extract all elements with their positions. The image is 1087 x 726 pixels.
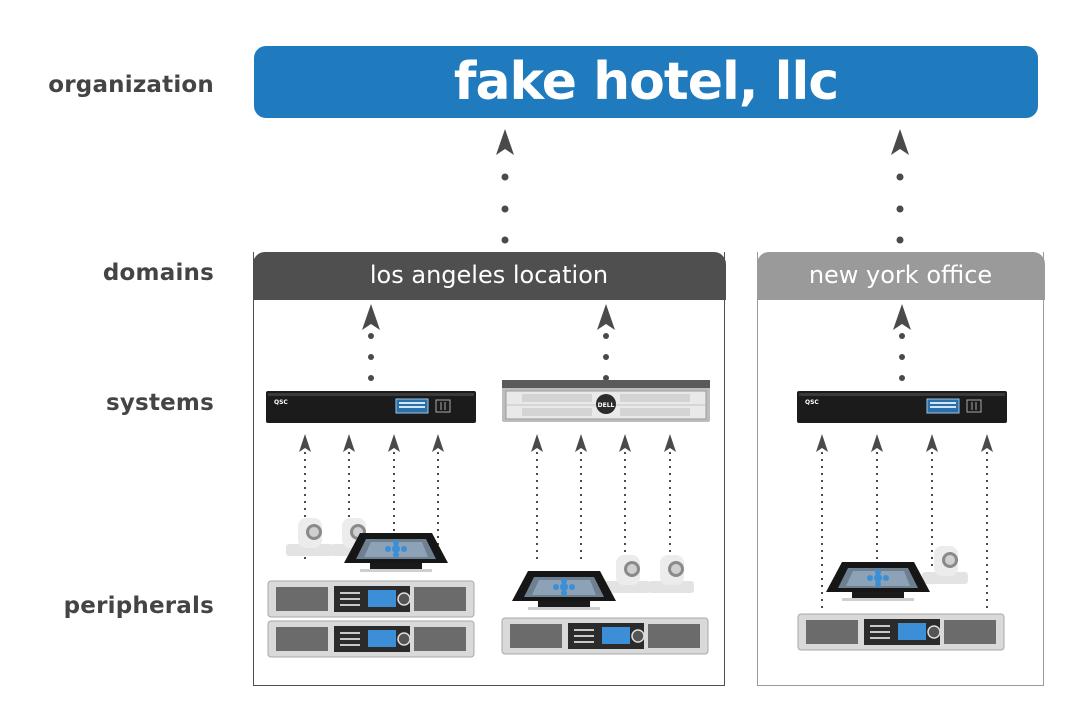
connector-la-server-to-domain (597, 304, 615, 381)
ptz-camera-icon (604, 555, 650, 593)
arrowhead-icon (496, 129, 514, 155)
amplifier-icon (797, 613, 1005, 651)
la-peripherals-group-2 (501, 555, 709, 655)
ptz-camera-icon (648, 555, 694, 593)
organization-title: fake hotel, llc (453, 52, 839, 112)
touch-panel-icon (512, 571, 616, 610)
ptz-camera-icon (286, 518, 332, 556)
domain-header-new-york: new york office (756, 252, 1045, 300)
connector-ny-core-to-domain (893, 304, 911, 381)
amplifier-icon (267, 620, 475, 658)
organization-banner: fake hotel, llc (254, 46, 1038, 118)
amplifier-icon (267, 580, 475, 618)
domain-title-los-angeles: los angeles location (369, 261, 609, 289)
domain-header-los-angeles: los angeles location (252, 252, 726, 300)
qsc-logo: QSC (805, 399, 819, 406)
amplifier-icon (501, 617, 709, 655)
domains-row-label: domains (102, 260, 214, 286)
peripheral-arrowheads (299, 434, 993, 452)
peripherals-row-label: peripherals (63, 593, 214, 619)
ptz-camera-icon (922, 546, 968, 584)
peripheral-connectors (304, 452, 988, 610)
qsc-logo: QSC (274, 399, 288, 406)
domain-title-new-york: new york office (808, 261, 993, 289)
connector-la-to-org (496, 129, 514, 244)
ny-peripherals (797, 546, 1005, 651)
connector-la-core-to-domain (362, 304, 380, 381)
la-peripherals-group-1 (267, 518, 475, 658)
touch-panel-icon (344, 533, 448, 572)
connector-ny-to-org (891, 129, 909, 244)
qsc-core-ny: QSC (796, 390, 1008, 424)
organization-row-label: organization (48, 72, 214, 98)
systems-row-label: systems (105, 390, 214, 416)
arrowhead-icon (891, 129, 909, 155)
qsc-core-la: QSC (265, 390, 477, 424)
server-la: DELL (502, 380, 710, 422)
dell-logo: DELL (598, 402, 615, 409)
touch-panel-icon (826, 562, 930, 601)
